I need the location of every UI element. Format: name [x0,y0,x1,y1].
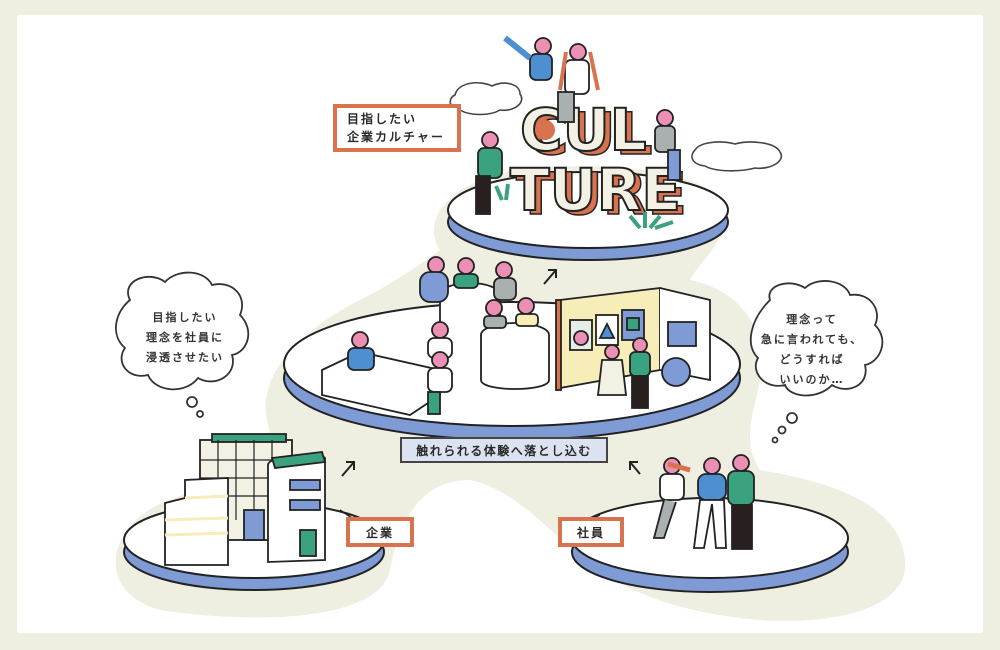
company-buildings [164,433,327,566]
label-connector [339,509,353,519]
arrow-up-left-icon [629,461,641,475]
people-top-tier [475,35,681,215]
arrow-up-right-icon [543,269,557,285]
thought-text-company: 目指したい 理念を社員に 浸透させたい [130,308,240,368]
employees-group [652,454,755,550]
label-target-culture-line1: 目指したい [347,112,418,126]
thought-line: 理念を社員に [146,331,224,344]
thought-line: 理念って [786,313,838,326]
thought-line: 急に言われても、 [760,333,864,346]
label-employee: 社員 [558,517,624,547]
svg-text:TURE: TURE [510,156,681,224]
label-target-culture: 目指したい 企業カルチャー [333,104,461,152]
thought-bubble-company [115,271,250,418]
thought-bubble-employee [749,280,884,444]
thought-line: 目指したい [152,311,218,324]
workshop-scene [321,256,711,416]
label-company: 企業 [346,517,414,547]
experience-banner: 触れられる体験へ落とし込む [400,437,608,463]
thought-line: いいのか… [779,373,845,386]
plant-icon [628,212,674,230]
thought-text-employee: 理念って 急に言われても、 どうすれば いいのか… [752,310,872,390]
plant-icon [494,183,510,201]
cloud-right [691,141,783,172]
label-target-culture-line2: 企業カルチャー [347,130,445,144]
arrow-up-right-icon [341,461,355,477]
thought-line: 浸透させたい [146,351,224,364]
arrow-icons [341,269,641,477]
tier-employee-platform [571,497,849,593]
thought-line: どうすれば [779,353,845,366]
